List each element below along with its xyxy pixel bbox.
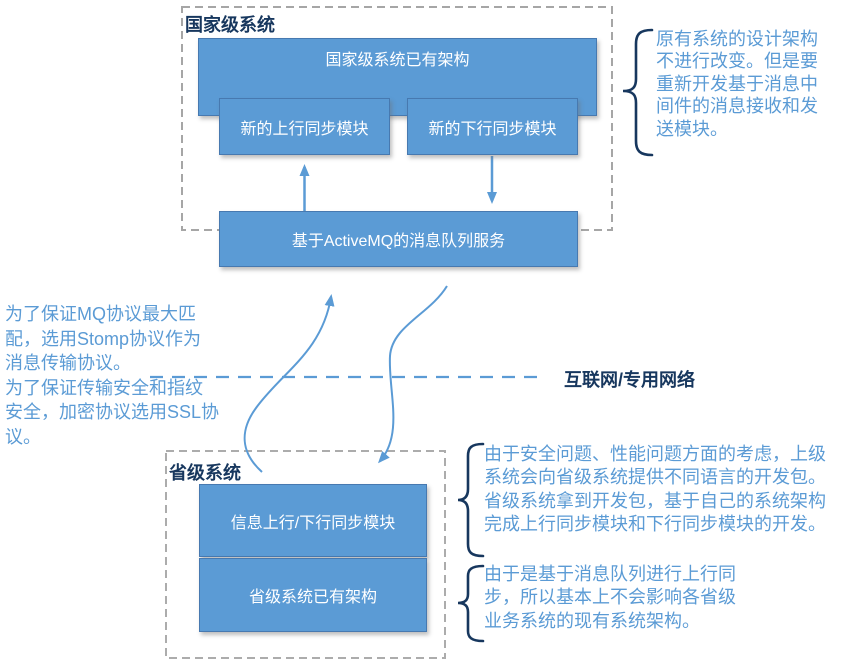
network-divider-label: 互联网/专用网络: [564, 370, 696, 390]
downlink-module-text: 新的下行同步模块: [428, 120, 557, 138]
provincial-sync-module-box: 信息上行/下行同步模块: [199, 484, 427, 557]
provincial-system-label: 省级系统: [169, 463, 241, 483]
provincial-impact-note: 由于是基于消息队列进行上行同 步，所以基本上不会影响各省级 业务系统的现有系统架…: [484, 564, 736, 631]
provincial-system-frame: [165, 450, 446, 659]
mq-service-box: 基于ActiveMQ的消息队列服务: [219, 211, 578, 267]
national-system-label: 国家级系统: [185, 15, 275, 35]
provincial-impact-note-brace: [457, 564, 485, 643]
provincial-existing-architecture-text: 省级系统已有架构: [248, 589, 377, 606]
upstream-sync-curve-arrow: [243, 294, 335, 473]
provincial-existing-architecture-box: 省级系统已有架构: [199, 558, 427, 632]
national-existing-architecture-text: 国家级系统已有架构: [325, 52, 470, 69]
national-system-frame: [181, 6, 613, 231]
provincial-dev-note-brace: [457, 442, 485, 558]
protocol-note: 为了保证MQ协议最大匹 配，选用Stomp协议作为 消息传输协议。 为了保证传输…: [5, 304, 220, 447]
national-note-brace: [622, 28, 654, 157]
national-note: 原有系统的设计架构 不进行改变。但是要 重新开发基于消息中 间件的消息接收和发 …: [656, 29, 818, 139]
downlink-module-box: 新的下行同步模块: [407, 98, 578, 155]
uplink-module-text: 新的上行同步模块: [240, 120, 369, 138]
uplink-module-box: 新的上行同步模块: [219, 98, 390, 155]
provincial-dev-note: 由于安全问题、性能问题方面的考虑，上级 系统会向省级系统提供不同语言的开发包。 …: [484, 444, 826, 535]
downstream-sync-curve-arrow: [378, 285, 448, 464]
provincial-sync-module-text: 信息上行/下行同步模块: [230, 514, 396, 532]
mq-service-text: 基于ActiveMQ的消息队列服务: [291, 233, 506, 250]
